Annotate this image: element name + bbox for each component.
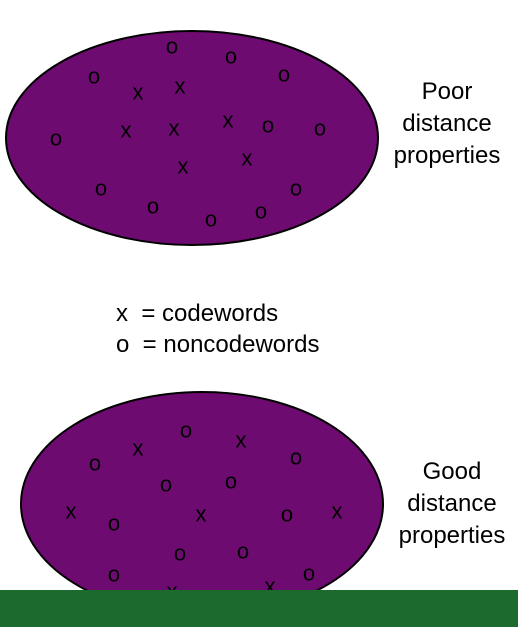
poor-codeword-mark: x	[121, 118, 132, 143]
good-caption-line: distance	[407, 490, 497, 517]
poor-codeword-mark: x	[175, 74, 186, 99]
poor-codeword-mark: x	[223, 108, 234, 133]
good-noncodeword-mark: o	[160, 472, 172, 497]
poor-noncodeword-mark: o	[262, 113, 274, 138]
legend-codewords: x = codewords	[116, 300, 279, 327]
good-noncodeword-mark: o	[174, 541, 186, 566]
good-noncodeword-mark: o	[303, 561, 315, 586]
poor-codeword-mark: x	[169, 116, 180, 141]
good-noncodeword-mark: o	[225, 469, 237, 494]
poor-noncodeword-mark: o	[95, 176, 107, 201]
good-codeword-mark: x	[196, 502, 207, 527]
good-codeword-mark: x	[265, 574, 276, 599]
poor-caption-line: properties	[393, 142, 501, 169]
poor-noncodeword-mark: o	[50, 126, 62, 151]
good-codeword-mark: x	[133, 436, 144, 461]
poor-noncodeword-mark: o	[290, 176, 302, 201]
good-noncodeword-mark: o	[89, 451, 101, 476]
footer-bar	[0, 590, 518, 627]
poor-caption: Poor distance properties	[382, 76, 512, 172]
poor-noncodeword-mark: o	[205, 207, 217, 232]
good-noncodeword-mark: o	[180, 418, 192, 443]
poor-noncodeword-mark: o	[166, 34, 178, 59]
good-noncodeword-mark: o	[108, 511, 120, 536]
poor-noncodeword-mark: o	[225, 44, 237, 69]
poor-noncodeword-mark: o	[88, 64, 100, 89]
poor-codeword-mark: x	[242, 146, 253, 171]
good-codeword-mark: x	[66, 499, 77, 524]
good-noncodeword-mark: o	[290, 445, 302, 470]
poor-caption-line: distance	[402, 110, 492, 137]
good-caption-line: Good	[422, 458, 482, 485]
good-codeword-mark: x	[236, 428, 247, 453]
poor-codeword-space	[5, 30, 379, 246]
poor-noncodeword-mark: o	[147, 194, 159, 219]
good-codeword-mark: x	[332, 499, 343, 524]
poor-codeword-mark: x	[133, 80, 144, 105]
poor-noncodeword-mark: o	[314, 116, 326, 141]
poor-caption-line: Poor	[421, 78, 473, 105]
poor-noncodeword-mark: o	[255, 199, 267, 224]
poor-noncodeword-mark: o	[278, 62, 290, 87]
legend-noncodewords: o = noncodewords	[116, 331, 320, 358]
good-noncodeword-mark: o	[237, 539, 249, 564]
poor-codeword-mark: x	[178, 154, 189, 179]
good-noncodeword-mark: o	[281, 502, 293, 527]
good-caption: Good distance properties	[388, 456, 516, 552]
good-caption-line: properties	[398, 522, 506, 549]
good-noncodeword-mark: o	[108, 562, 120, 587]
